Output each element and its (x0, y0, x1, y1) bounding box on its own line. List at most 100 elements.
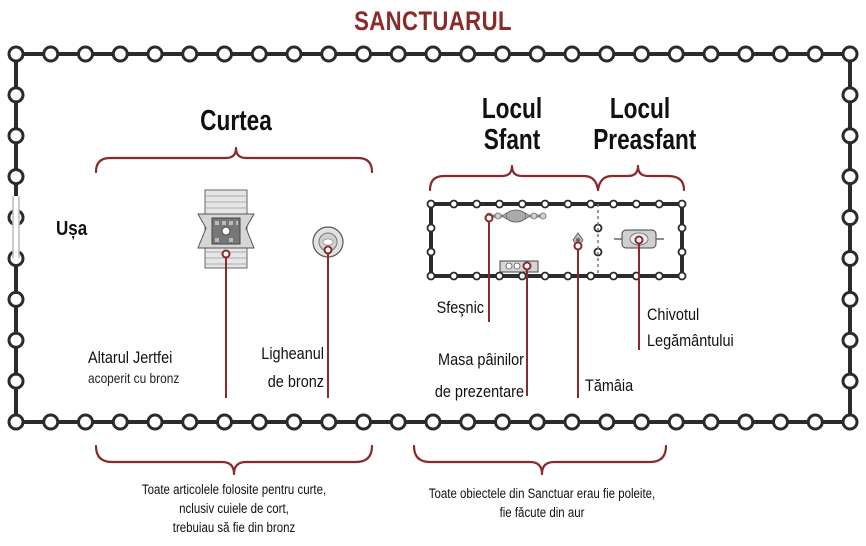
fence-post (494, 413, 511, 431)
fence-post (77, 45, 94, 63)
fence-post (7, 45, 25, 63)
tent-post (677, 223, 687, 233)
fence-post (389, 45, 407, 63)
fence-post (772, 45, 789, 63)
court-fence (7, 45, 859, 431)
door-gap (12, 196, 20, 258)
tent-post (472, 199, 482, 209)
fence-post (598, 413, 616, 431)
lampstand-label: Sfeşnic (436, 298, 484, 317)
fence-post (355, 413, 372, 431)
incense-pointer (573, 241, 583, 398)
fence-post (702, 45, 720, 63)
altar-pointer (221, 249, 231, 398)
fence-post (250, 413, 268, 431)
fence-post (42, 413, 60, 431)
fence-post (772, 413, 789, 431)
fence-post (250, 45, 268, 63)
tent-post (449, 199, 459, 209)
fence-post (841, 372, 859, 390)
tent-post (540, 271, 550, 281)
bronze-caption-line-1: Toate articolele folosite pentru curte, (141, 482, 327, 497)
lampstand-pointer (484, 213, 494, 322)
tent-post (426, 223, 436, 233)
fence-post (424, 45, 442, 63)
fence-post (181, 45, 199, 63)
fence-post (563, 45, 581, 63)
tent-post (677, 247, 687, 257)
gold-caption: Toate obiectele din Sanctuar erau fie po… (406, 484, 678, 522)
fence-posts (7, 45, 859, 431)
laver-label-line-2: de bronz (267, 372, 324, 391)
tent-post (426, 247, 436, 257)
fence-post (216, 413, 233, 431)
ark-pointer (634, 235, 644, 350)
fence-post (424, 413, 442, 431)
fence-post (146, 413, 164, 431)
holy-place-bracket (428, 164, 600, 192)
fence-post (667, 413, 685, 431)
holy-place-heading-line-2: Sfant (483, 124, 541, 156)
fence-post (841, 249, 859, 267)
tent-post (654, 199, 664, 209)
ark-label: Chivotul Legământului (647, 302, 734, 354)
showbread-table-label-line-2: de prezentare (434, 382, 524, 401)
fence-post (7, 413, 25, 431)
fence-post (389, 413, 407, 431)
fence-post (7, 331, 25, 349)
fence-post (7, 168, 25, 186)
fence-post (806, 413, 824, 431)
fence-post (7, 86, 25, 104)
tent-post (586, 199, 596, 209)
tent-post (540, 199, 550, 209)
fence-post (494, 45, 511, 63)
fence-post (459, 413, 477, 431)
bronze-caption-line-2: nclusiv cuiele de cort, (179, 501, 289, 516)
tent-post (517, 271, 527, 281)
altar-label: Altarul Jertfei (88, 348, 173, 367)
tent-post (609, 271, 618, 281)
fence-post (146, 45, 164, 63)
ark-label-line-2: Legământului (647, 331, 734, 350)
holy-place-heading: Locul Sfant (465, 94, 559, 156)
altar-note: acoperit cu bronz (88, 370, 180, 386)
laver-pointer (323, 245, 333, 398)
tent-post (631, 199, 641, 209)
fence-post (111, 45, 129, 63)
fence-post (320, 45, 338, 63)
showbread-table-pointer (522, 261, 532, 396)
tent-post (426, 199, 436, 209)
fence-post (77, 413, 94, 431)
fence-post (841, 168, 859, 186)
incense-label: Tămâia (585, 376, 634, 395)
tent-post (472, 271, 482, 281)
laver-label: Ligheanul de bronz (249, 340, 324, 396)
tent-post (563, 271, 573, 281)
lampstand-icon (485, 209, 547, 223)
fence-post (7, 290, 25, 308)
diagram-title: SANCTUARUL (354, 6, 512, 36)
fence-post (285, 45, 303, 63)
bronze-caption: Toate articolele folosite pentru curte, … (107, 480, 362, 537)
most-holy-place-heading: Locul Preasfant (593, 94, 697, 156)
fence-post (285, 413, 303, 431)
fence-post (42, 45, 60, 63)
fence-post (633, 45, 650, 63)
fence-post (459, 45, 477, 63)
fence-post (528, 413, 546, 431)
gold-caption-line-2: fie făcute din aur (499, 505, 585, 520)
ark-label-line-1: Chivotul (647, 305, 700, 324)
fence-post (841, 45, 859, 63)
holy-place-heading-line-1: Locul (481, 93, 543, 125)
fence-post (841, 209, 859, 227)
tent-post (449, 271, 459, 281)
fence-post (598, 45, 616, 63)
fence-post (841, 127, 859, 145)
fence-post (111, 413, 129, 431)
most-holy-place-bracket (596, 164, 686, 192)
laver-label-line-1: Ligheanul (261, 344, 324, 363)
court-bracket (94, 146, 374, 174)
most-holy-place-heading-line-2: Preasfant (593, 124, 697, 156)
tent-post (426, 271, 436, 281)
